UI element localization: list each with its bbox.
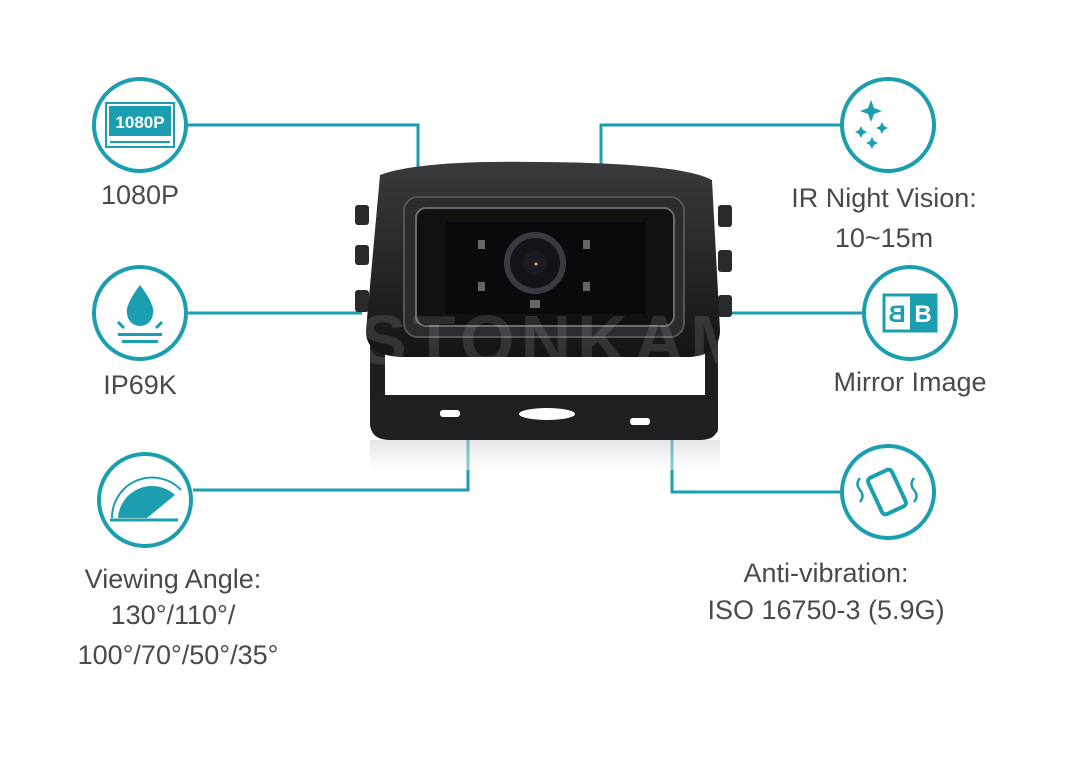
vibrating-phone-icon bbox=[856, 467, 918, 517]
feature-label-anti-vibration: Anti-vibration: bbox=[743, 558, 909, 588]
water-drop-icon bbox=[116, 285, 164, 343]
feature-value-viewing-angle-1: 130°/110°/ bbox=[110, 600, 236, 630]
feature-value-viewing-angle-2: 100°/70°/50°/35° bbox=[77, 640, 279, 670]
moon-stars-icon bbox=[855, 100, 912, 150]
feature-label-1080p: 1080P bbox=[100, 180, 180, 210]
feature-value-night-vision: 10~15m bbox=[834, 223, 934, 253]
feature-value-anti-vibration: ISO 16750-3 (5.9G) bbox=[707, 595, 945, 625]
feature-label-night-vision: IR Night Vision: bbox=[791, 183, 977, 213]
svg-text:B: B bbox=[914, 301, 931, 328]
feature-label-mirror-image: Mirror Image bbox=[833, 367, 987, 397]
feature-label-ip69k: IP69K bbox=[103, 370, 177, 400]
feature-label-viewing-angle: Viewing Angle: bbox=[84, 564, 262, 594]
1080p-screen-icon: 1080P bbox=[105, 102, 175, 148]
watermark: STONKAM® bbox=[360, 301, 813, 379]
viewing-angle-icon bbox=[110, 476, 182, 522]
svg-text:1080P: 1080P bbox=[115, 113, 164, 132]
svg-text:B: B bbox=[888, 301, 905, 328]
mirror-image-icon: B B bbox=[882, 293, 938, 333]
